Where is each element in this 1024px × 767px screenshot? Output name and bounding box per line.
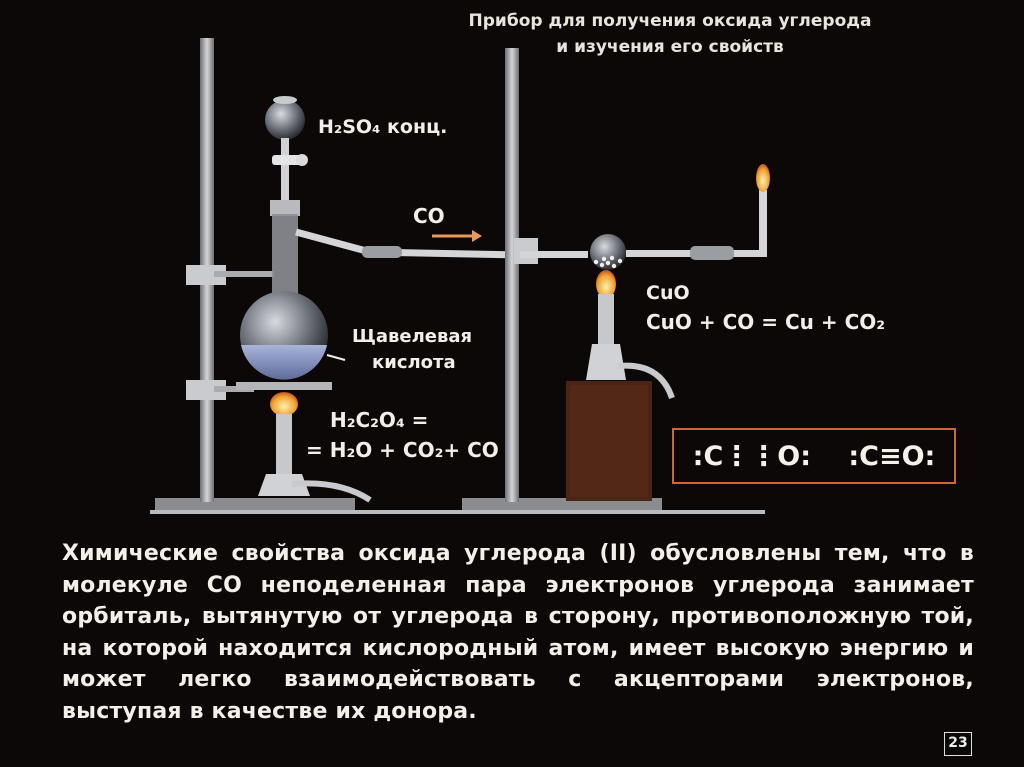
acid-funnel-top <box>273 96 297 104</box>
upper-clamp <box>186 265 226 285</box>
flask-neck <box>272 214 298 304</box>
oxalic-label-line-1: Щавелевая <box>352 326 473 347</box>
acid-funnel-bulb <box>265 100 305 140</box>
left-burner-flame <box>270 392 298 416</box>
outlet-connector <box>690 246 734 260</box>
right-burner-tube <box>598 294 614 344</box>
co-flow-arrowhead <box>472 230 482 242</box>
upper-clamp-arm <box>214 271 274 277</box>
funnel-stem <box>281 138 289 208</box>
left-burner-base <box>258 474 310 496</box>
vertical-outlet-tube <box>759 190 767 257</box>
right-burner-hose <box>617 362 675 400</box>
co-arrow-label: CO <box>413 204 445 228</box>
tube-connector <box>362 246 402 258</box>
right-burner-flame <box>596 270 616 298</box>
left-burner-tube <box>276 414 292 474</box>
title-line-2: и изучения его свойств <box>556 37 784 57</box>
cuo-granules <box>593 255 623 269</box>
electron-dot-formula: :C⋮⋮O: <box>692 440 812 472</box>
oxalic-equation-line-2: = H₂O + CO₂+ CO <box>306 438 499 462</box>
title-line-1: Прибор для получения оксида углерода <box>468 11 872 31</box>
left-burner-hose <box>291 480 372 503</box>
flask-pointer <box>326 354 346 361</box>
triple-bond-formula: :C≡O: <box>848 440 936 472</box>
gas-outlet-tube <box>295 228 521 259</box>
cuo-label: CuO <box>646 282 690 304</box>
stand-base-left <box>155 498 355 512</box>
cuo-tube-bulb <box>590 234 626 270</box>
apparatus-diagram <box>150 38 770 514</box>
flask-neck-sleeve <box>270 200 300 216</box>
horizontal-tube <box>520 251 588 258</box>
frame-title: Прибор для получения оксида углерода и и… <box>390 8 950 60</box>
lower-clamp <box>186 380 226 400</box>
right-burner-base <box>586 344 626 380</box>
wooden-block-shade <box>570 385 648 497</box>
lower-clamp-arm <box>214 386 254 392</box>
reduction-equation: CuO + CO = Cu + CO₂ <box>646 310 886 334</box>
funnel-stopcock <box>272 155 304 165</box>
explanation-text: Химические свойства оксида углерода (II)… <box>62 541 974 724</box>
oxalic-equation-line-1: H₂C₂O₄ = <box>330 408 429 432</box>
right-stand-rod <box>505 48 519 502</box>
electron-formula-box: :C⋮⋮O: :C≡O: <box>672 428 956 484</box>
oxalic-label-line-2: кислота <box>372 352 456 373</box>
stopcock-handle <box>296 154 308 166</box>
co-burning-flame <box>756 164 770 192</box>
frame-number: 23 <box>944 732 972 756</box>
table-line <box>150 510 765 514</box>
wire-gauze <box>236 382 332 390</box>
oxalic-acid-liquid <box>241 345 327 380</box>
acid-label: H₂SO₄ конц. <box>318 116 448 138</box>
